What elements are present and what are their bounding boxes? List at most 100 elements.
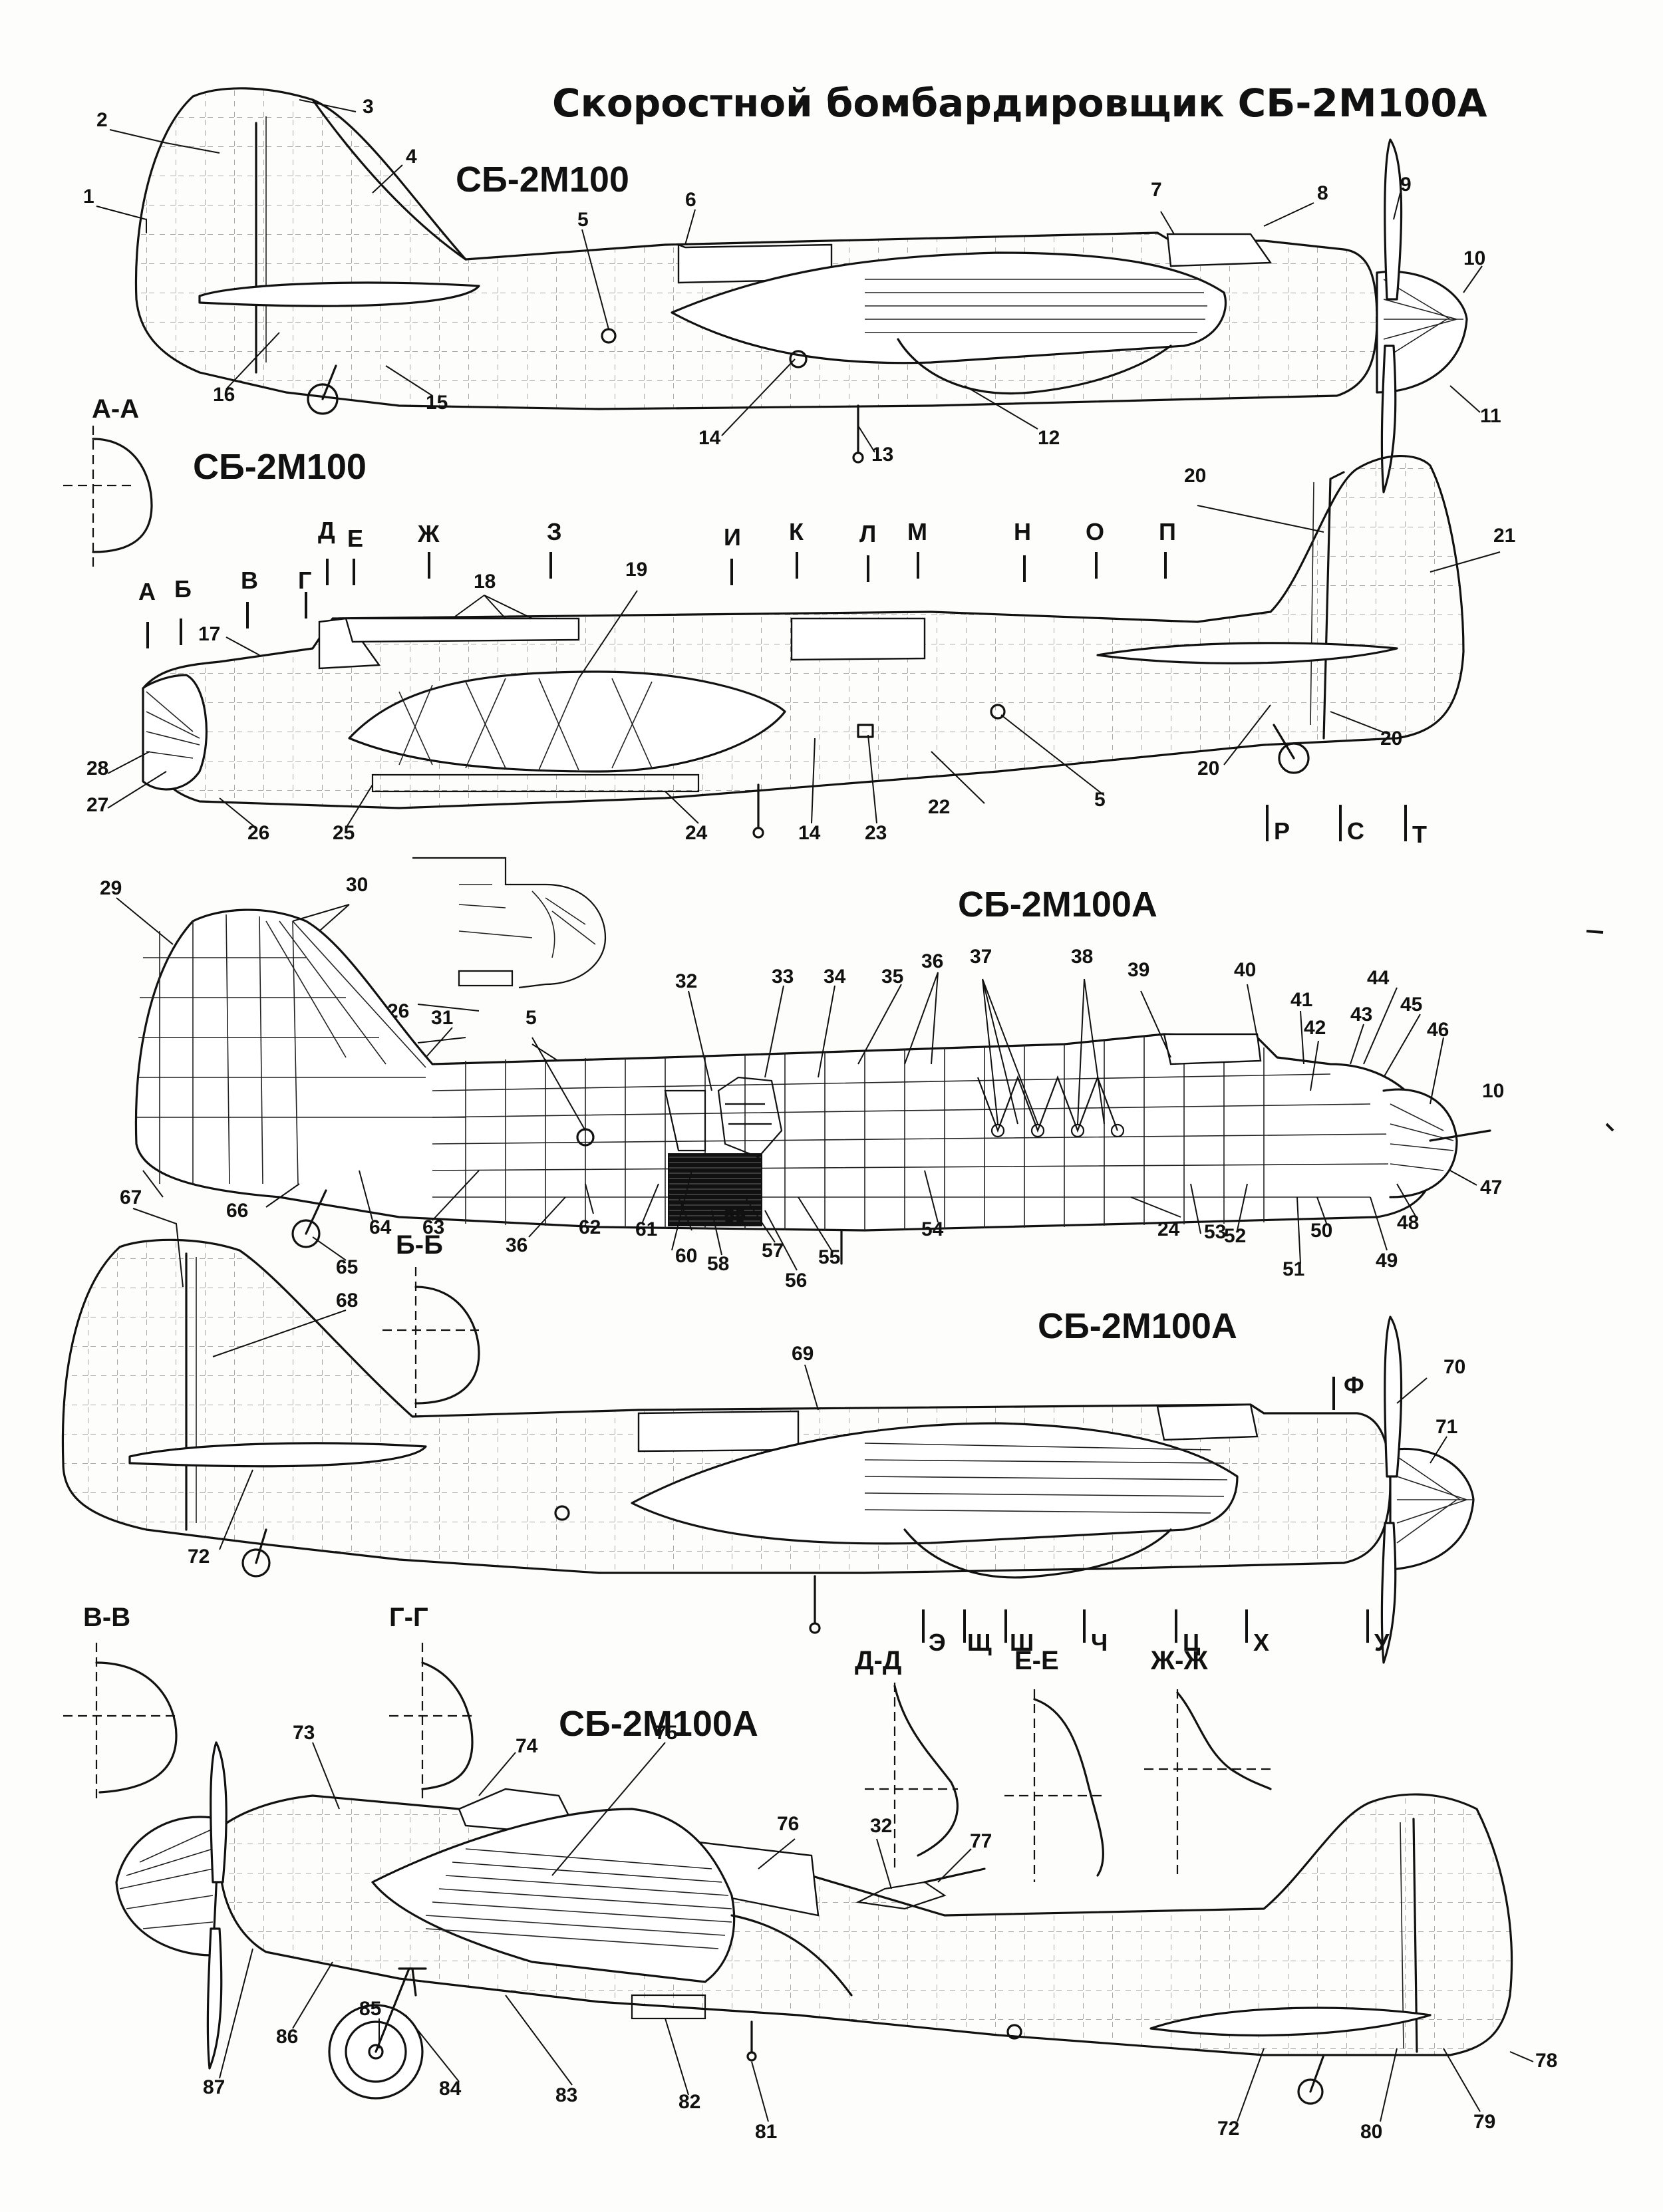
view-3-armor-panel (668, 1153, 762, 1226)
view-3-callout: 39 (1128, 959, 1149, 981)
view-2-callout: 20 (1184, 465, 1206, 487)
view-3-callout: 32 (675, 970, 697, 992)
view-5-callouts: 73 74 75 76 32 77 78 79 80 72 81 82 83 8… (203, 1722, 1557, 2143)
view-3-callout: 49 (1376, 1250, 1398, 1272)
view-1-callout: 2 (96, 109, 108, 131)
view-4-spinner (1389, 1448, 1475, 1571)
view-2-callouts: 17 18 19 20 21 20 20 5 22 23 14 24 25 26… (86, 465, 1515, 844)
view-3-callout: 54 (921, 1218, 944, 1240)
view-4-callout: 70 (1443, 1356, 1465, 1378)
view-3-callout: 41 (1290, 989, 1312, 1011)
view-3-callout: 38 (1071, 946, 1093, 968)
view-1-spinner (1376, 271, 1468, 394)
station-letter: А (138, 578, 156, 605)
view-2-callout: 28 (86, 758, 108, 779)
view-3-callout: 43 (1350, 1004, 1372, 1026)
view-3-callout: 10 (1482, 1080, 1504, 1102)
view-5-title: СБ-2М100А (559, 1704, 758, 1744)
view-3-cutaway: СБ-2М100А 26 25 28 (100, 857, 1504, 1292)
view-5-callout: 81 (755, 2121, 777, 2143)
view-3-callout: 56 (785, 1270, 807, 1292)
view-4-station-letters: Э Щ Ш Ч Ц Х У (929, 1629, 1390, 1656)
station-letter: Щ (967, 1629, 992, 1656)
view-3-callout: 36 (921, 950, 943, 972)
view-3-callout: 55 (818, 1246, 840, 1268)
section-zh-zh: Ж-Ж (1144, 1646, 1272, 1875)
section-e-e-label: Е-Е (1014, 1646, 1059, 1675)
station-letter: Э (929, 1629, 946, 1656)
view-1-callout: 10 (1463, 247, 1485, 269)
station-letter: Ц (1183, 1629, 1201, 1656)
view-3-callout: 61 (635, 1218, 657, 1240)
view-1-engine-nacelle (671, 251, 1227, 364)
view-5-callout: 80 (1360, 2121, 1382, 2143)
view-5-side-elevation: СБ-2М100А (115, 1704, 1557, 2143)
view-4-callout: 71 (1436, 1416, 1457, 1438)
section-v-v-label: В-В (83, 1603, 130, 1632)
view-3-callout: 64 (369, 1216, 392, 1238)
view-3-callout: 42 (1304, 1017, 1326, 1039)
station-letter: И (724, 523, 741, 551)
view-1-tailplane (198, 281, 480, 307)
margin-mark (1586, 930, 1604, 934)
view-1-callout: 12 (1038, 427, 1060, 449)
view-3-callout: 63 (422, 1216, 444, 1238)
station-letter: Д (318, 517, 335, 544)
view-3-callout: 45 (1400, 994, 1422, 1016)
view-4-side-elevation: СБ-2М100А Ф Э Щ Ш (61, 1186, 1475, 1664)
station-letter: В (241, 567, 258, 594)
view-1-callout: 16 (213, 384, 235, 406)
view-2-callout: 5 (1094, 789, 1106, 811)
section-zh-zh-label: Ж-Ж (1150, 1646, 1208, 1675)
view-5-callout: 82 (679, 2091, 700, 2113)
section-e-e: Е-Е (1004, 1646, 1105, 1882)
section-g-g-label: Г-Г (389, 1603, 428, 1632)
section-d-d: Д-Д (855, 1646, 959, 1869)
station-letter: Ж (417, 520, 440, 547)
view-5-callout: 86 (276, 2026, 298, 2048)
view-1-callout: 5 (577, 209, 589, 231)
view-3-callout: 29 (100, 877, 122, 899)
view-3-callout: 58 (707, 1253, 729, 1275)
view-2-nose-turret (142, 674, 208, 791)
station-letter: К (789, 518, 804, 545)
view-3-callout: 31 (431, 1007, 453, 1029)
section-a-a: А-А (63, 394, 153, 572)
view-5-callout: 78 (1535, 2050, 1557, 2072)
station-letter: М (907, 518, 927, 545)
view-4-callout-leaders (132, 1208, 1447, 1550)
view-5-nose-turret (115, 1816, 221, 1957)
view-2-callout: 24 (685, 822, 708, 844)
view-1-callout: 8 (1317, 182, 1328, 204)
view-2-title: СБ-2М100 (193, 447, 367, 487)
section-a-a-label: А-А (92, 394, 139, 424)
station-letter: О (1086, 518, 1104, 545)
view-3-callouts: 29 30 31 5 32 33 34 35 36 37 38 39 40 41… (100, 874, 1504, 1292)
view-1-callout: 15 (426, 392, 448, 414)
station-letter: Г (298, 567, 311, 594)
station-letter: Н (1014, 518, 1031, 545)
margin-mark (1605, 1123, 1614, 1132)
station-letter: Б (174, 575, 192, 603)
view-4-callouts: 67 68 69 70 71 72 (120, 1186, 1465, 1568)
view-2-callout-leaders (107, 505, 1501, 829)
view-3-callout: 35 (881, 966, 903, 988)
station-letter: У (1374, 1629, 1390, 1656)
view-2-wing-root-structure (348, 670, 786, 773)
view-1-callouts: 1 2 3 4 5 6 7 8 9 10 11 12 13 14 15 16 (83, 96, 1501, 466)
view-2-callout: 17 (198, 623, 220, 645)
sheet-title: Скоростной бомбардировщик СБ-2М100А (552, 80, 1487, 126)
view-3-callout: 36 (506, 1234, 528, 1256)
view-1-callout: 1 (83, 186, 94, 207)
view-2-callout: 26 (247, 822, 269, 844)
view-1-callout: 14 (698, 427, 721, 449)
view-5-callout: 79 (1473, 2111, 1495, 2133)
view-1-callout: 6 (685, 189, 696, 211)
view-5-callout: 32 (870, 1815, 892, 1837)
view-3-callout: 50 (1310, 1220, 1332, 1242)
view-4-callout: 67 (120, 1186, 142, 1208)
section-b-b-label: Б-Б (396, 1230, 443, 1260)
view-3-callout: 53 (1204, 1221, 1226, 1243)
view-1-side-elevation: СБ-2М100 (83, 87, 1501, 493)
view-4-callout: 72 (188, 1546, 210, 1568)
